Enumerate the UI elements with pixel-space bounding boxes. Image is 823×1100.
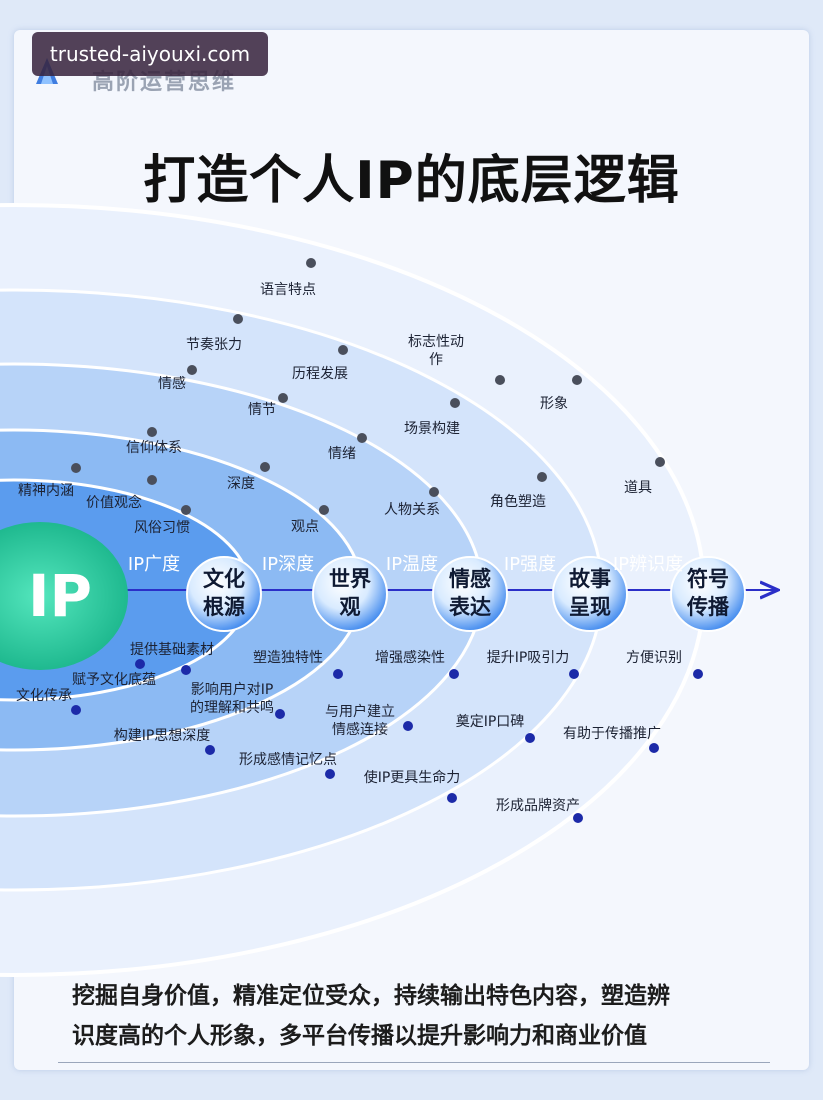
dimension-label-2: IP深度: [262, 554, 314, 575]
upper-label-5-2-line1: 标志性动: [408, 334, 464, 350]
upper-dot-4-4: [537, 472, 547, 482]
stage-node-4: [552, 556, 628, 632]
upper-dot-2-3: [319, 505, 329, 515]
upper-dot-4-1: [233, 314, 243, 324]
lower-dot-1-3: [181, 665, 191, 675]
stage-name-4-line2: 呈现: [569, 595, 611, 619]
upper-label-5-1: 语言特点: [260, 282, 316, 298]
upper-dot-3-4: [429, 487, 439, 497]
stage-name-2-line2: 观: [340, 595, 361, 619]
lower-label-1-2: 赋予文化底蕴: [72, 672, 156, 688]
lower-dot-5-3: [693, 669, 703, 679]
lower-label-2-2-line1: 影响用户对IP: [191, 681, 274, 698]
upper-dot-3-1: [187, 365, 197, 375]
lower-dot-1-1: [71, 705, 81, 715]
upper-dot-3-3: [357, 433, 367, 443]
upper-dot-5-4: [655, 457, 665, 467]
upper-label-1-1: 精神内涵: [18, 483, 74, 499]
dimension-label-4: IP强度: [504, 554, 556, 575]
dimension-label-5: IP辨识度: [613, 554, 683, 575]
stage-name-5-line1: 符号: [687, 567, 729, 591]
upper-label-4-4: 角色塑造: [490, 493, 546, 510]
upper-label-5-2-line2: 作: [429, 352, 443, 368]
lower-label-3-2-line1: 与用户建立: [325, 703, 395, 720]
upper-dot-5-3: [572, 375, 582, 385]
stage-name-3-line1: 情感: [449, 567, 491, 591]
upper-label-3-3: 情绪: [328, 446, 356, 462]
stage-node-5: [670, 556, 746, 632]
upper-dot-5-2: [495, 375, 505, 385]
lower-label-3-2-line2: 情感连接: [332, 721, 388, 738]
summary-line-1: 挖掘自身价值，精准定位受众，持续输出特色内容，塑造辨: [72, 983, 670, 1009]
stage-node-1: [186, 556, 262, 632]
lower-dot-3-1: [325, 769, 335, 779]
footer-divider: [58, 1062, 770, 1063]
lower-label-2-2-line2: 的理解和共鸣: [190, 699, 274, 716]
stage-node-2: [312, 556, 388, 632]
summary-text: 挖掘自身价值，精准定位受众，持续输出特色内容，塑造辨 识度高的个人形象，多平台传…: [72, 976, 772, 1056]
lower-dot-5-1: [573, 813, 583, 823]
lower-label-4-1: 使IP更具生命力: [364, 769, 461, 786]
stage-name-5-line2: 传播: [686, 595, 730, 619]
stage-name-2-line1: 世界: [329, 567, 371, 591]
upper-label-4-1: 节奏张力: [186, 337, 242, 353]
lower-dot-1-2: [135, 659, 145, 669]
upper-dot-3-2: [278, 393, 288, 403]
lower-label-1-3: 提供基础素材: [130, 641, 214, 658]
lower-dot-3-3: [449, 669, 459, 679]
lower-dot-2-3: [333, 669, 343, 679]
upper-label-5-3: 形象: [540, 396, 568, 412]
lower-label-4-2: 奠定IP口碑: [456, 714, 525, 730]
upper-label-5-4: 道具: [624, 480, 652, 496]
lower-dot-4-2: [525, 733, 535, 743]
lower-dot-3-2: [403, 721, 413, 731]
lower-label-2-3: 塑造独特性: [253, 650, 323, 666]
upper-label-2-3: 观点: [291, 519, 319, 535]
upper-label-1-2: 价值观念: [86, 494, 142, 511]
stage-node-3: [432, 556, 508, 632]
summary-line-2: 识度高的个人形象，多平台传播以提升影响力和商业价值: [72, 1023, 647, 1049]
upper-dot-1-3: [181, 505, 191, 515]
upper-label-4-2: 历程发展: [292, 366, 348, 382]
dimension-label-3: IP温度: [386, 554, 438, 575]
upper-label-1-3: 风俗习惯: [134, 519, 190, 536]
stage-name-1-line1: 文化: [203, 567, 245, 591]
upper-label-3-4: 人物关系: [384, 502, 440, 518]
lower-label-5-3: 方便识别: [626, 650, 682, 666]
lower-label-5-2: 有助于传播推广: [563, 726, 661, 742]
stage-name-4-line1: 故事: [569, 567, 611, 591]
upper-label-3-1: 情感: [158, 375, 186, 392]
upper-dot-5-1: [306, 258, 316, 268]
upper-label-4-3: 场景构建: [404, 421, 460, 437]
lower-label-3-1: 形成感情记忆点: [239, 751, 337, 768]
stage-name-3-line2: 表达: [449, 595, 491, 619]
lower-dot-4-1: [447, 793, 457, 803]
lower-label-2-1: 构建IP思想深度: [114, 728, 211, 744]
dimension-label-1: IP广度: [128, 554, 180, 575]
upper-label-2-2: 深度: [227, 476, 255, 492]
upper-dot-1-1: [71, 463, 81, 473]
page-title: 打造个人IP的底层逻辑: [143, 151, 680, 211]
lower-dot-2-1: [205, 745, 215, 755]
lower-dot-5-2: [649, 743, 659, 753]
lower-label-3-3: 增强感染性: [375, 649, 445, 666]
lower-dot-4-3: [569, 669, 579, 679]
watermark-badge: trusted-aiyouxi.com: [32, 32, 268, 76]
ip-core-label: IP: [28, 562, 92, 630]
stage-name-1-line2: 根源: [203, 595, 245, 619]
lower-dot-2-2: [275, 709, 285, 719]
lower-label-5-1: 形成品牌资产: [496, 797, 580, 814]
upper-label-3-2: 情节: [248, 402, 276, 418]
ip-core-circle: [0, 522, 128, 670]
upper-dot-2-2: [260, 462, 270, 472]
upper-dot-4-3: [450, 398, 460, 408]
lower-label-1-1: 文化传承: [16, 688, 72, 704]
upper-dot-2-1: [147, 427, 157, 437]
upper-dot-1-2: [147, 475, 157, 485]
upper-label-2-1: 信仰体系: [126, 440, 182, 456]
upper-dot-4-2: [338, 345, 348, 355]
lower-label-4-3: 提升IP吸引力: [487, 650, 570, 666]
